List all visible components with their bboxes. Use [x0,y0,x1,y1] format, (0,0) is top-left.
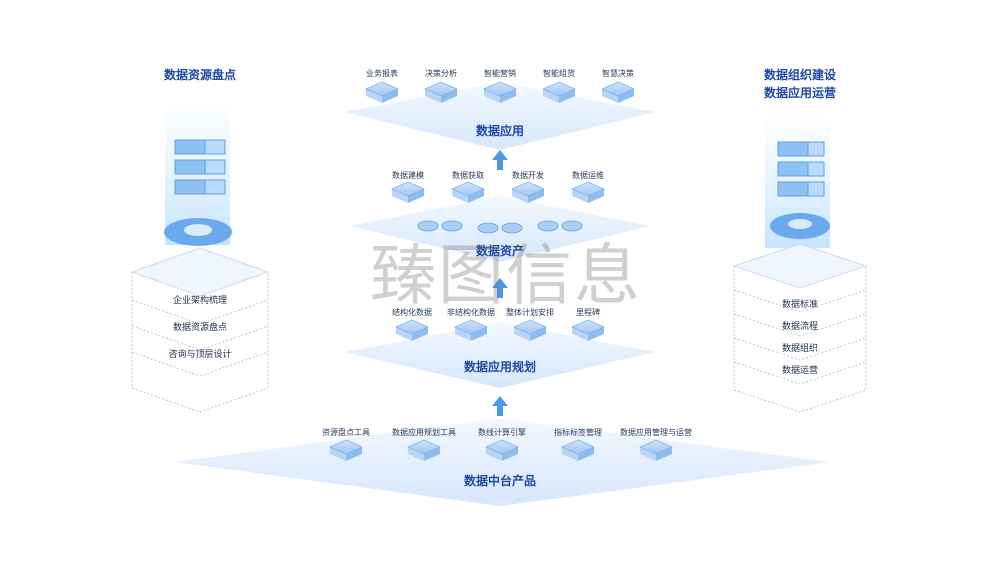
database-cylinder-icon [417,220,583,234]
module-cube-icon [365,81,399,103]
layer-title-planning: 数据应用规划 [463,360,537,374]
plate-planning [345,322,655,388]
plate-product [175,418,830,506]
product-item-tag-management: 指标标签管理 [554,428,602,437]
asset-item-ops: 数据运维 [572,171,604,180]
app-item-reports: 业务报表 [366,69,398,78]
asset-item-development: 数据开发 [512,171,544,180]
plan-item-milestone: 里程碑 [576,308,600,317]
module-cube-icon [513,319,547,341]
app-item-smart-assortment: 智能组货 [543,69,575,78]
module-cube-icon [639,439,673,461]
module-cube-icon [391,181,425,203]
module-cube-icon [424,81,458,103]
plan-item-unstructured: 非结构化数据 [447,308,495,317]
right-panel-title-line1: 数据组织建设 [763,68,836,82]
left-stack [130,247,270,413]
module-cube-icon [329,439,363,461]
module-cube-icon [571,319,605,341]
plan-item-schedule: 整体计划安排 [506,308,554,317]
right-panel-title: 数据组织建设 数据应用运营 [740,66,860,102]
layer-title-application: 数据应用 [475,124,525,138]
module-icons [329,81,673,461]
module-cube-icon [454,319,488,341]
module-cube-icon [451,181,485,203]
module-cube-icon [485,439,519,461]
right-item-organization: 数据组织 [781,344,819,354]
left-item-inventory: 数据资源盘点 [172,323,228,333]
left-item-architecture: 企业架构梳理 [172,296,228,306]
app-item-smart-decision: 智慧决策 [602,69,634,78]
arrow-up-icon [492,396,508,416]
right-stack [732,243,868,413]
product-item-inventory-tool: 资源盘点工具 [322,428,370,437]
plate-assets [350,196,650,262]
module-cube-icon [561,439,595,461]
product-item-compute-engine: 数线计算引擎 [478,428,526,437]
gear-icon [770,213,830,239]
arrow-up-icon [492,278,508,298]
gear-icon [164,218,232,246]
server-stack-icon [174,139,226,195]
left-panel-title: 数据资源盘点 [163,68,236,82]
layer-title-assets: 数据资产 [475,244,525,258]
right-item-standard: 数据标准 [781,300,819,310]
watermark-text: 臻图信息 [370,237,642,314]
module-cube-icon [542,81,576,103]
right-item-operation: 数据运营 [781,366,819,376]
module-cube-icon [407,439,441,461]
layer-title-product: 数据中台产品 [463,474,537,488]
product-item-planning-tool: 数据应用规划工具 [392,428,456,437]
product-item-app-operations: 数据应用管理与运营 [620,428,692,437]
asset-item-modeling: 数据建模 [392,171,424,180]
module-cube-icon [571,181,605,203]
app-item-smart-marketing: 智能营销 [484,69,516,78]
module-cube-icon [511,181,545,203]
module-cube-icon [483,81,517,103]
module-cube-icon [395,319,429,341]
right-item-process: 数据流程 [781,322,819,332]
asset-item-acquisition: 数据获取 [452,171,484,180]
left-item-consulting: 咨询与顶层设计 [168,350,232,360]
right-panel-title-line2: 数据应用运营 [763,86,836,100]
app-item-decision-analysis: 决策分析 [425,69,457,78]
module-cube-icon [601,81,635,103]
plan-item-structured: 结构化数据 [392,308,432,317]
plate-application [345,82,655,150]
server-stack-icon [777,141,825,197]
arrow-up-icon [492,150,508,170]
